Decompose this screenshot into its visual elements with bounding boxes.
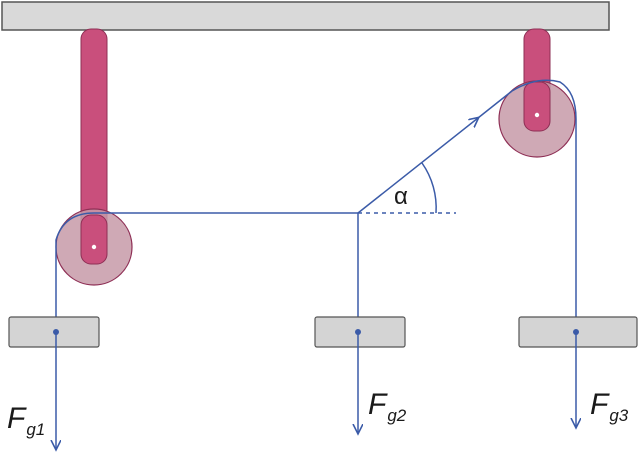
right-rope-over-pulley xyxy=(511,79,577,332)
force-label-1-subscript: g1 xyxy=(26,420,45,439)
force-label-1: Fg1 xyxy=(7,402,45,439)
force-label-3: Fg3 xyxy=(590,388,629,425)
ceiling-beam xyxy=(1,1,610,31)
angle-arc xyxy=(421,162,437,214)
inclined-rope xyxy=(357,118,478,214)
force-label-2-subscript: g2 xyxy=(387,406,406,425)
right-pulley-axle xyxy=(534,112,540,118)
force-label-3-subscript: g3 xyxy=(609,406,628,425)
left-pulley-axle-bracket xyxy=(80,214,108,265)
angle-label: α xyxy=(394,183,408,210)
inclined-rope-to-pulley xyxy=(477,90,513,119)
force-label-3-symbol: F xyxy=(590,388,610,421)
left-pulley-axle xyxy=(91,244,97,250)
force-label-2-symbol: F xyxy=(368,388,388,421)
force-label-1-symbol: F xyxy=(7,402,27,435)
left-rope-over-pulley xyxy=(55,212,95,332)
force-label-2: Fg2 xyxy=(368,388,407,425)
right-pulley-axle-bracket xyxy=(523,81,551,132)
